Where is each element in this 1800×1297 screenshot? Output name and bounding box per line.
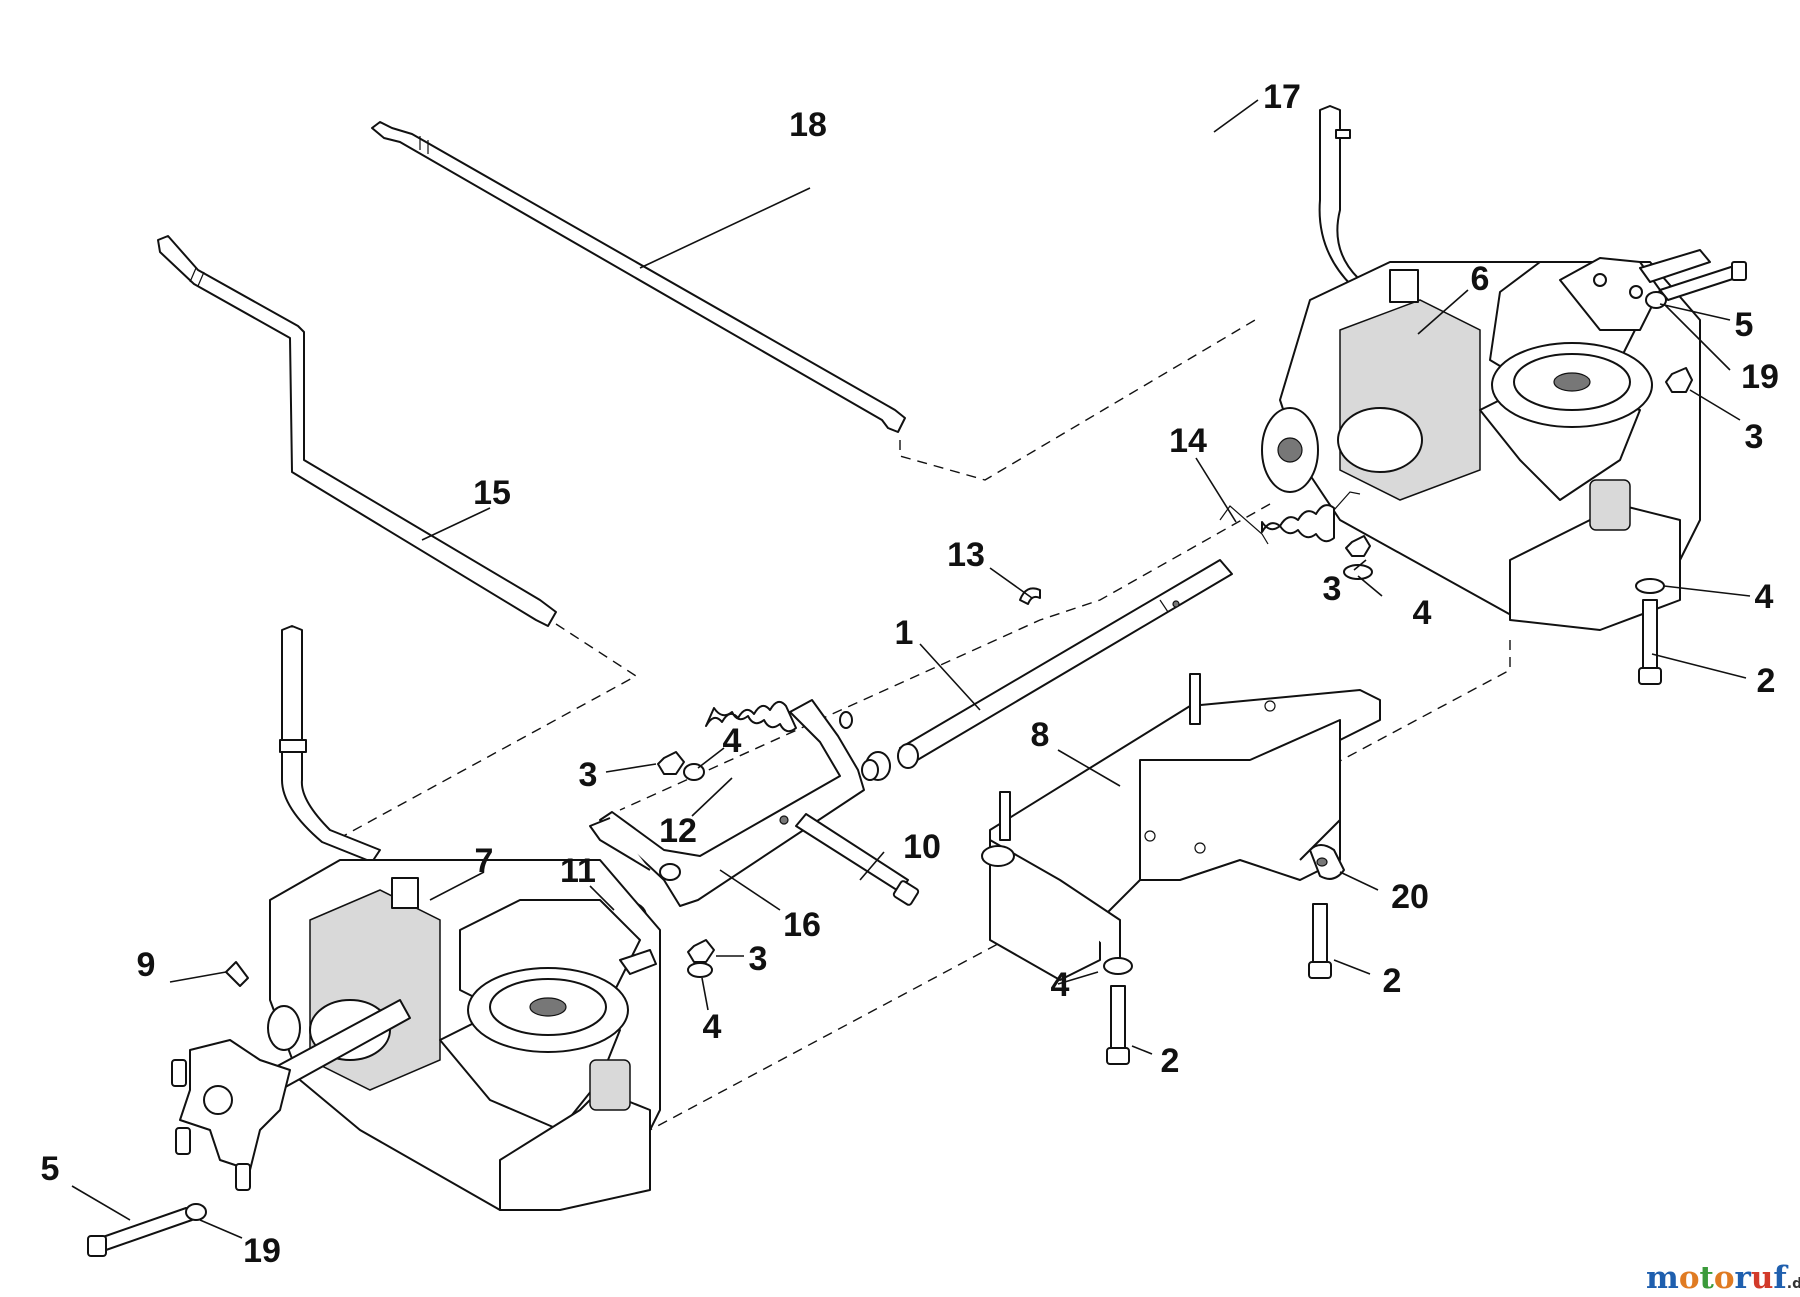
callout-8: 8	[1031, 716, 1050, 754]
callout-3a: 3	[1745, 418, 1764, 456]
control-rod-15	[157, 235, 557, 627]
callout-19b: 19	[243, 1232, 281, 1270]
callout-4a: 4	[1755, 578, 1774, 616]
spring-14	[1219, 491, 1361, 545]
wm-suffix: .de	[1787, 1276, 1800, 1292]
callout-5a: 5	[1735, 306, 1754, 344]
callout-11: 11	[560, 852, 596, 890]
pin-10	[795, 813, 920, 906]
leader-lines	[71, 99, 1751, 1239]
callout-14: 14	[1169, 422, 1207, 460]
callout-20: 20	[1391, 878, 1429, 916]
control-rod-18	[371, 121, 906, 433]
hardware-3-4-center	[687, 939, 715, 978]
wm-letter-7: f	[1773, 1260, 1788, 1296]
watermark-logo: motoruf.de	[1646, 1260, 1800, 1296]
frame-bracket-8	[981, 673, 1381, 981]
callout-4d: 4	[703, 1008, 722, 1046]
callout-17: 17	[1263, 78, 1301, 116]
callout-4c: 4	[723, 722, 742, 760]
callout-3b: 3	[1323, 570, 1342, 608]
callout-19a: 19	[1741, 358, 1779, 396]
hardware-left-axle	[87, 961, 249, 1257]
callout-2c: 2	[1161, 1042, 1180, 1080]
spring-12	[705, 700, 797, 733]
left-axle-hub	[171, 999, 411, 1191]
left-transaxle	[269, 625, 661, 1211]
callout-13: 13	[947, 536, 985, 574]
callout-9: 9	[137, 946, 156, 984]
callout-2a: 2	[1757, 662, 1776, 700]
callout-4e: 4	[1051, 966, 1070, 1004]
wm-letter-1: m	[1646, 1260, 1679, 1296]
callout-6: 6	[1471, 260, 1490, 298]
callouts: 1 2 2 2 3 3 3 3 4 4 4 4 4 5 5 6 7 8 9 10…	[41, 78, 1779, 1270]
wm-letter-4: o	[1714, 1260, 1735, 1296]
bolts-2-center	[1103, 903, 1332, 1065]
lever-bracket-16	[589, 699, 865, 907]
callout-15: 15	[473, 474, 511, 512]
wm-letter-2: o	[1679, 1260, 1700, 1296]
alignment-lines	[335, 319, 1511, 1131]
svg-text:motoruf.de: motoruf.de	[1646, 1260, 1800, 1296]
wm-letter-3: t	[1700, 1260, 1715, 1296]
callout-3c: 3	[579, 756, 598, 794]
callout-1: 1	[895, 614, 914, 652]
right-transaxle	[1261, 105, 1711, 631]
callout-3d: 3	[749, 940, 768, 978]
callout-12: 12	[659, 812, 697, 850]
callout-10: 10	[903, 828, 941, 866]
callout-16: 16	[783, 906, 821, 944]
wm-letter-5: r	[1735, 1260, 1752, 1296]
clamp-20	[1309, 844, 1345, 880]
shaft-1	[861, 559, 1233, 781]
callout-2b: 2	[1383, 962, 1402, 1000]
callout-18: 18	[789, 106, 827, 144]
callout-5b: 5	[41, 1150, 60, 1188]
wm-letter-6: u	[1751, 1260, 1774, 1296]
callout-7: 7	[475, 842, 494, 880]
callout-4b: 4	[1413, 594, 1432, 632]
